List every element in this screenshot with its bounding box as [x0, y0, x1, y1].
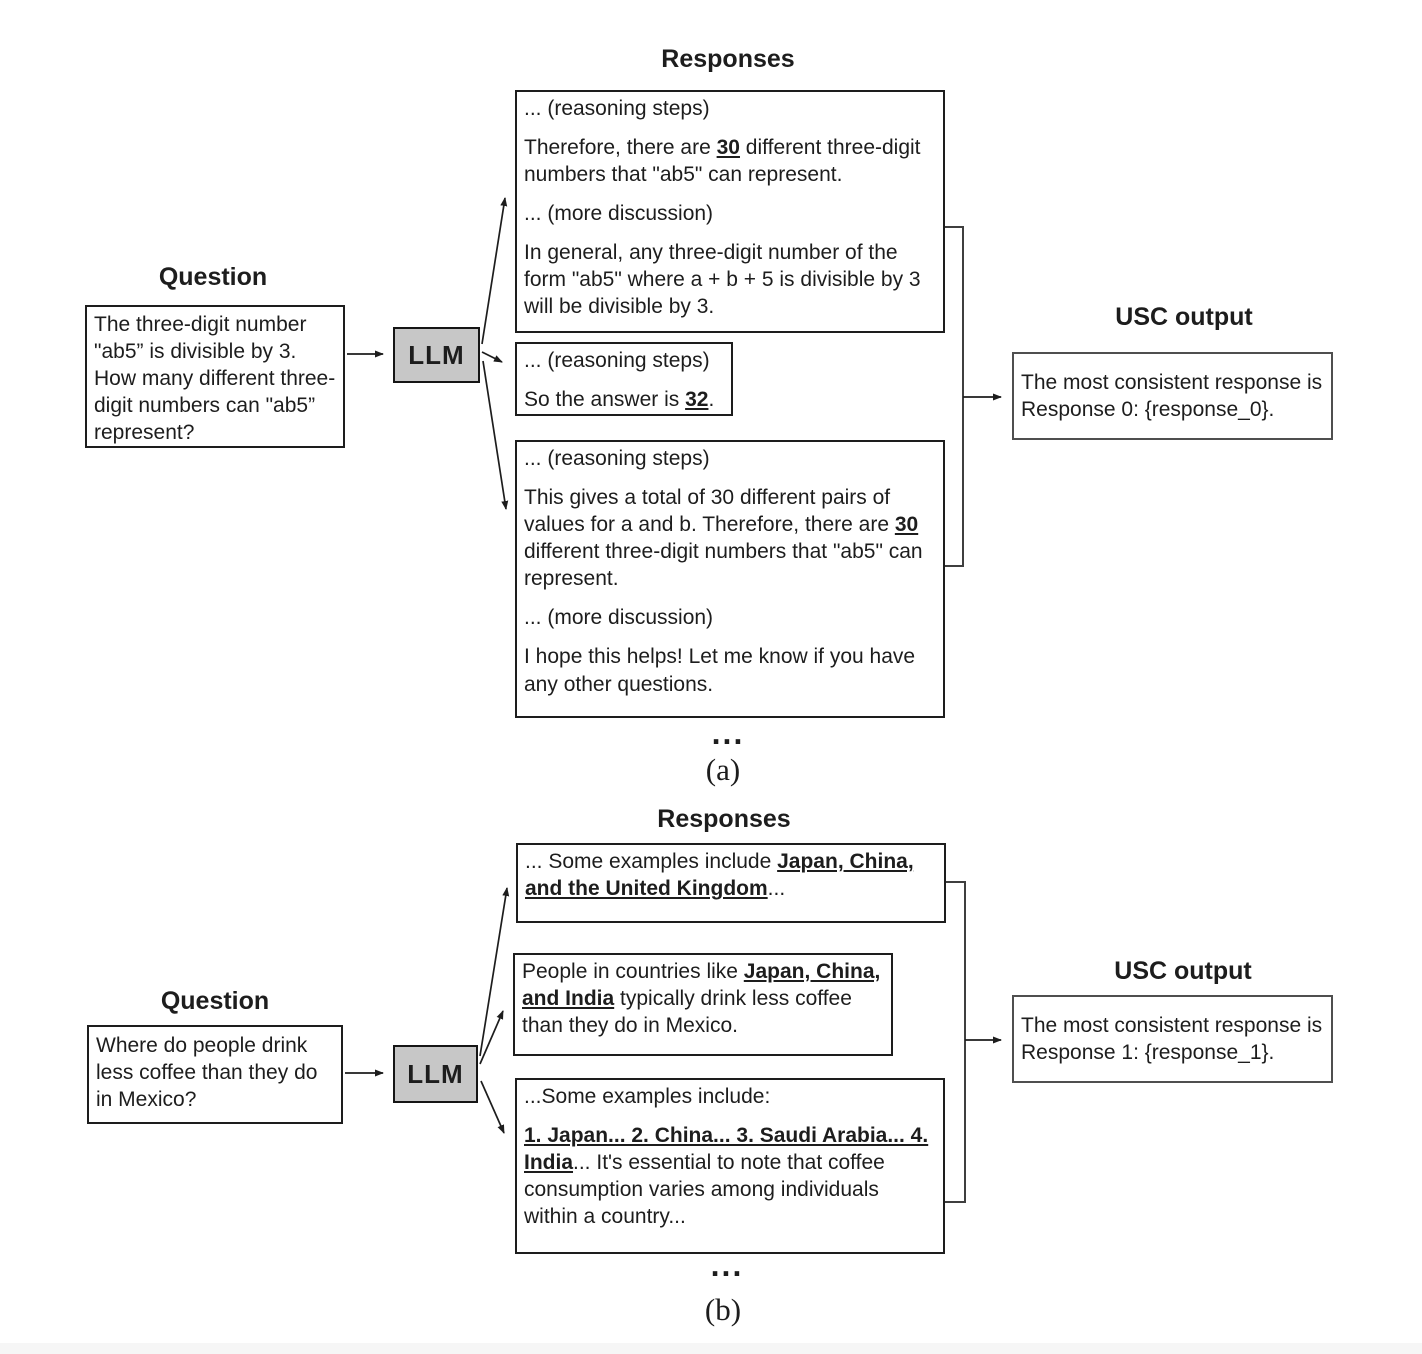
arrow-llm-to-response2-a — [481, 351, 503, 363]
question-box-a: The three-digit number "ab5” is divisibl… — [85, 305, 345, 448]
llm-label-a: LLM — [408, 339, 465, 370]
usc-output-title-a: USC output — [1115, 303, 1253, 331]
response-box-b1: ... Some examples include Japan, China, … — [516, 843, 946, 923]
usc-output-text-a: The most consistent response is Response… — [1021, 370, 1323, 421]
question-title-b: Question — [160, 987, 270, 1015]
response-box-a3: ... (reasoning steps) This gives a total … — [515, 440, 945, 718]
usc-output-box-b: The most consistent response is Response… — [1012, 995, 1333, 1083]
bracket-responses-b — [945, 881, 966, 1203]
llm-box-b: LLM — [393, 1045, 478, 1103]
arrow-llm-to-response2-b — [479, 1010, 504, 1065]
bracket-responses-a — [945, 226, 964, 567]
question-text-b: Where do people drink less coffee than t… — [96, 1034, 318, 1112]
usc-output-title-b: USC output — [1114, 957, 1252, 985]
response-box-a1: ... (reasoning steps) Therefore, there ar… — [515, 90, 945, 333]
arrow-llm-to-response1-a — [481, 197, 508, 345]
response-paragraph: I hope this helps! Let me know if you ha… — [524, 645, 916, 696]
response-paragraph: ...Some examples include: — [524, 1085, 771, 1108]
response-paragraph: In general, any three-digit number of th… — [524, 241, 921, 319]
response-box-a2: ... (reasoning steps) So the answer is 32… — [515, 342, 733, 416]
response-paragraph: This gives a total of 30 different pairs… — [524, 486, 923, 591]
responses-title-b: Responses — [657, 805, 791, 833]
responses-title-a: Responses — [661, 45, 795, 73]
response-paragraph: ... (more discussion) — [524, 606, 714, 630]
more-responses-ellipsis-a: ... — [711, 715, 745, 751]
subfigure-caption-b: (b) — [704, 1292, 742, 1327]
response-box-b2: People in countries like Japan, China, a… — [513, 953, 893, 1056]
question-title-a: Question — [158, 263, 268, 291]
more-responses-ellipsis-b: ... — [710, 1247, 744, 1283]
response-paragraph: ... (reasoning steps) — [524, 349, 710, 372]
usc-output-box-a: The most consistent response is Response… — [1012, 352, 1333, 440]
response-paragraph: ... (more discussion) — [524, 202, 714, 226]
response-paragraph: ... (reasoning steps) — [524, 447, 710, 470]
response-paragraph: 1. Japan... 2. China... 3. Saudi Arabia.… — [524, 1124, 929, 1229]
footer-strip — [0, 1343, 1422, 1354]
response-paragraph: People in countries like Japan, China, a… — [522, 960, 881, 1038]
llm-label-b: LLM — [407, 1058, 464, 1089]
response-paragraph: ... (reasoning steps) — [524, 97, 710, 120]
llm-box-a: LLM — [393, 327, 480, 383]
response-paragraph: So the answer is 32. — [524, 388, 715, 412]
question-box-b: Where do people drink less coffee than t… — [87, 1025, 343, 1124]
arrow-llm-to-response3-a — [482, 360, 509, 510]
arrow-llm-to-response3-b — [480, 1080, 505, 1134]
usc-output-text-b: The most consistent response is Response… — [1021, 1013, 1323, 1064]
arrow-llm-to-response1-b — [479, 887, 510, 1057]
response-paragraph: ... Some examples include Japan, China, … — [525, 850, 914, 901]
question-text-a: The three-digit number "ab5” is divisibl… — [94, 313, 336, 445]
subfigure-caption-a: (a) — [705, 752, 741, 787]
response-box-b3: ...Some examples include: 1. Japan... 2. … — [515, 1078, 945, 1254]
response-paragraph: Therefore, there are 30 different three-… — [524, 136, 921, 187]
